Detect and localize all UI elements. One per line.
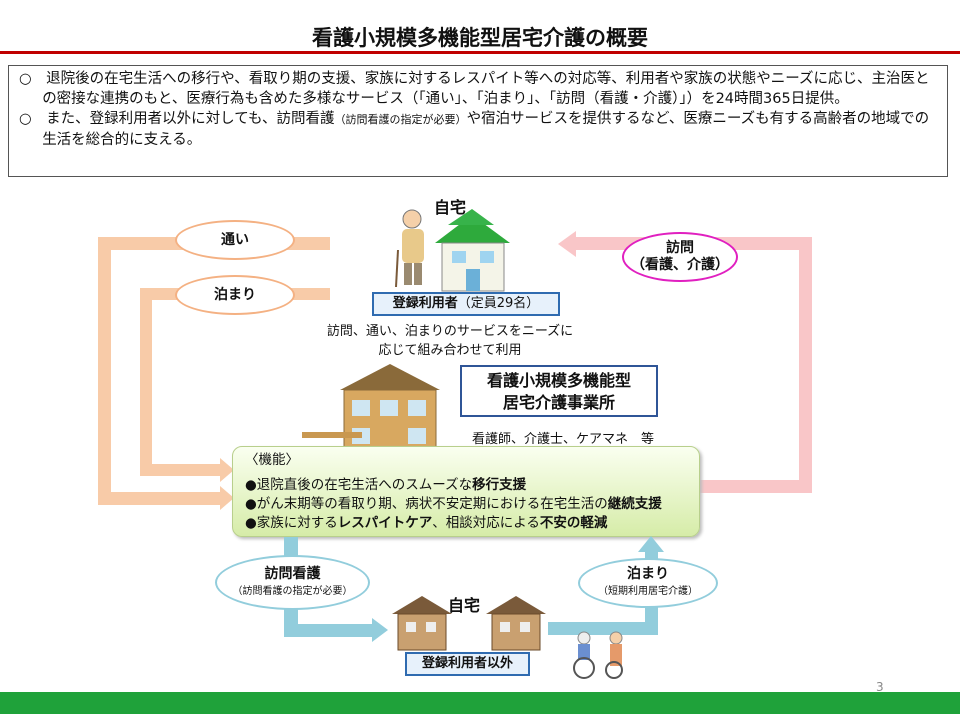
wheelchair-people-icon bbox=[573, 631, 623, 679]
visit-nursing-label: 訪問看護 （訪問看護の指定が必要） bbox=[215, 555, 370, 610]
function-item: ●退院直後の在宅生活へのスムーズな移行支援 bbox=[245, 476, 687, 495]
bottom-home-label: 自宅 bbox=[448, 596, 481, 615]
registered-user-label: 登録利用者 bbox=[392, 296, 458, 311]
intro-paragraph-2: ○ また、登録利用者以外に対しても、訪問看護（訪問看護の指定が必要）や宿泊サービ… bbox=[19, 109, 937, 150]
function-text: 、相談対応による bbox=[432, 515, 540, 531]
function-text: ●がん末期等の看取り期、病状不安定期における在宅生活の bbox=[245, 496, 608, 512]
facility-staff: 看護師、介護士、ケアマネ 等 bbox=[472, 432, 655, 447]
visit-nursing-title: 訪問看護 bbox=[264, 565, 321, 582]
intro-box: ○ 退院後の在宅生活への移行や、看取り期の支援、家族に対するレスパイト等への対応… bbox=[8, 65, 948, 177]
function-item: ●がん末期等の看取り期、病状不安定期における在宅生活の継続支援 bbox=[245, 495, 687, 514]
short-stay-arrowhead-icon bbox=[638, 536, 664, 552]
kayoi-label: 通い bbox=[175, 220, 295, 260]
intro-p2-text-end: や宿泊サービスを提供するなど、医療ニーズも有する高齢者の地域での生活を総合的に支… bbox=[42, 111, 930, 148]
function-emphasis: 移行支援 bbox=[472, 477, 527, 493]
intro-p2-text: ○ また、登録利用者以外に対しても、訪問看護 bbox=[19, 111, 335, 127]
houmon-title: 訪問 bbox=[666, 240, 694, 256]
intro-paragraph-1: ○ 退院後の在宅生活への移行や、看取り期の支援、家族に対するレスパイト等への対応… bbox=[19, 71, 930, 107]
houmon-arrowhead-icon bbox=[558, 231, 576, 257]
footer-bar bbox=[0, 692, 960, 714]
tomari-arrow-vertical bbox=[140, 288, 152, 476]
function-text: ●退院直後の在宅生活へのスムーズな bbox=[245, 477, 473, 493]
usage-description: 訪問、通い、泊まりのサービスをニーズに応じて組み合わせて利用 bbox=[290, 322, 610, 360]
function-emphasis: レスパイトケア bbox=[337, 515, 433, 531]
houmon-subtitle: （看護、介護） bbox=[631, 257, 729, 273]
intro-p2-note: （訪問看護の指定が必要） bbox=[334, 113, 467, 126]
capacity-label: （定員29名） bbox=[457, 296, 540, 311]
short-stay-title: 泊まり bbox=[627, 566, 669, 582]
visit-nursing-arrow-horizontal bbox=[284, 624, 374, 637]
home-label: 自宅 bbox=[434, 198, 467, 217]
visit-nursing-note: （訪問看護の指定が必要） bbox=[232, 585, 353, 597]
visit-nursing-arrowhead-icon bbox=[372, 618, 388, 642]
functions-heading: 〈機能〉 bbox=[245, 452, 299, 468]
usage-description-line-1: 訪問、通い、泊まりのサービスをニーズに bbox=[326, 324, 574, 339]
kayoi-arrow-vertical bbox=[98, 237, 111, 505]
houmon-arrow-vertical bbox=[799, 237, 812, 493]
function-emphasis: 継続支援 bbox=[607, 496, 662, 512]
homes-icon bbox=[392, 596, 546, 651]
function-text: ●家族に対する bbox=[245, 515, 338, 531]
houmon-arrow-bottom bbox=[700, 480, 812, 493]
usage-description-line-2: 応じて組み合わせて利用 bbox=[378, 343, 522, 358]
function-item: ●家族に対するレスパイトケア、相談対応による不安の軽減 bbox=[245, 514, 687, 533]
tomari-arrow-bottom bbox=[140, 464, 222, 476]
page-title: 看護小規模多機能型居宅介護の概要 bbox=[312, 26, 648, 50]
short-stay-arrow-horizontal bbox=[548, 622, 658, 635]
facility-name-line-1: 看護小規模多機能型 bbox=[486, 371, 631, 390]
title-divider bbox=[0, 51, 960, 54]
function-emphasis: 不安の軽減 bbox=[539, 515, 608, 531]
page-number: 3 bbox=[876, 680, 884, 694]
registered-user-box: 登録利用者（定員29名） bbox=[372, 292, 560, 316]
elderly-person-house-icon bbox=[395, 209, 510, 292]
short-stay-note: （短期利用居宅介護） bbox=[598, 586, 698, 597]
facility-name-box: 看護小規模多機能型居宅介護事業所 bbox=[460, 365, 658, 417]
houmon-label: 訪問（看護、介護） bbox=[622, 232, 738, 282]
kayoi-arrow-bottom bbox=[98, 492, 222, 505]
tomari-label: 泊まり bbox=[175, 275, 295, 315]
kayoi-arrowhead-icon bbox=[220, 486, 234, 510]
facility-name-line-2: 居宅介護事業所 bbox=[502, 393, 615, 412]
non-registered-user-box: 登録利用者以外 bbox=[405, 652, 530, 676]
tomari-arrowhead-icon bbox=[220, 458, 234, 482]
functions-box: 〈機能〉 ●退院直後の在宅生活へのスムーズな移行支援 ●がん末期等の看取り期、病… bbox=[232, 446, 700, 537]
short-stay-label: 泊まり （短期利用居宅介護） bbox=[578, 558, 718, 608]
